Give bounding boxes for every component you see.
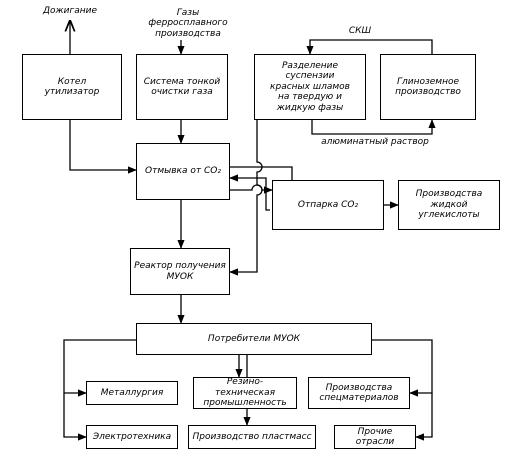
- muok-consumers-box: Потребители МУОК: [136, 323, 372, 355]
- special-materials-box: Производства спецматериалов: [308, 377, 410, 409]
- rubber-industry-box: Резино-техническая промышленность: [193, 377, 297, 409]
- suspension-separation-box: Разделение суспензии красных шламов на т…: [254, 54, 366, 120]
- aluminate-solution-label: алюминатный раствор: [321, 137, 429, 147]
- ferroalloy-gases-label: Газы ферросплавного производства: [148, 8, 228, 39]
- separation-to-reactor-line: [229, 116, 263, 276]
- consumers-to-other-arrow: [415, 393, 433, 441]
- co2-washing-box: Отмывка от CO₂: [136, 143, 230, 200]
- other-industries-box: Прочие отрасли: [334, 425, 416, 449]
- consumers-to-electrical-arrow: [63, 393, 87, 441]
- muok-reactor-box: Реактор получения МУОК: [130, 248, 230, 295]
- stripping-to-washing-line: [229, 174, 270, 211]
- consumers-to-metallurgy-arrow: [63, 339, 136, 397]
- washing-to-stripping-arrow: [230, 184, 273, 194]
- electrical-engineering-box: Электротехника: [86, 425, 178, 449]
- co2-stripping-box: Отпарка CO₂: [272, 180, 384, 230]
- afterburning-label: Дожигание: [42, 6, 97, 16]
- sksh-loop-arrow: [306, 39, 433, 55]
- sksh-label: СКШ: [348, 26, 372, 36]
- waste-heat-boiler-box: Котел утилизатор: [22, 54, 122, 120]
- boiler-to-washing-arrow: [69, 120, 137, 174]
- washing-to-stripping-line: [230, 166, 293, 180]
- consumers-to-special-arrow: [372, 339, 433, 397]
- liquid-co2-production-box: Производства жидкой углекислоты: [398, 180, 500, 230]
- plastics-production-box: Производство пластмасс: [188, 425, 316, 449]
- metallurgy-box: Металлургия: [86, 381, 178, 405]
- gas-cleaning-box: Система тонкой очистки газа: [136, 54, 228, 120]
- aluminate-loop-arrow: [311, 119, 436, 135]
- alumina-production-box: Глиноземное производство: [380, 54, 476, 120]
